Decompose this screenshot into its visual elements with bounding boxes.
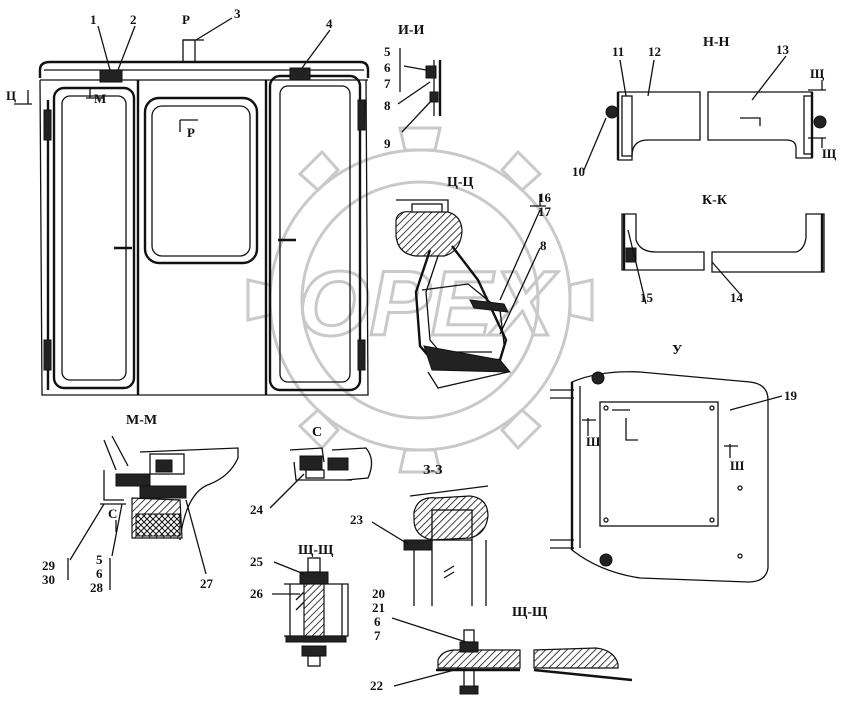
section-ii: И-И 5 6 7 8 9 (384, 23, 442, 151)
callout-25: 25 (250, 554, 264, 569)
callout-20: 20 (372, 586, 385, 601)
section-mark-c-mm: С (108, 506, 117, 521)
callout-30: 30 (42, 572, 55, 587)
section-mark-ts-left: Ц (6, 88, 16, 103)
watermark: OPEX (246, 126, 594, 474)
callout-13: 13 (776, 42, 790, 57)
section-title-shch-2: Щ-Щ (512, 605, 548, 620)
callout-1: 1 (90, 12, 97, 27)
callout-24: 24 (250, 502, 264, 517)
section-mark-p-mid: Р (187, 125, 195, 140)
callout-14: 14 (730, 290, 744, 305)
callout-22: 22 (370, 678, 383, 693)
callout-8b: 8 (540, 238, 547, 253)
callout-2: 2 (130, 12, 137, 27)
callout-15: 15 (640, 290, 654, 305)
callout-29: 29 (42, 558, 56, 573)
section-tsts: Ц-Ц 16 17 8 (395, 175, 552, 389)
section-zz: З-З 23 (350, 463, 489, 606)
callout-12: 12 (648, 44, 661, 59)
section-mark-shch-top: Щ (810, 66, 825, 81)
section-mark-shch-u-left: Ш (586, 434, 601, 449)
callout-4: 4 (326, 16, 333, 31)
callout-27: 27 (200, 576, 214, 591)
cab-front-view: Р Р Ц М 1 2 3 4 (6, 6, 370, 396)
section-title-shch-1: Щ-Щ (298, 543, 334, 558)
section-title-mm: М-М (126, 413, 157, 428)
watermark-text: OPEX (298, 253, 558, 355)
section-title-zz: З-З (423, 463, 442, 478)
callout-6c: 6 (374, 614, 381, 629)
callout-6b: 6 (96, 566, 103, 581)
callout-11: 11 (612, 44, 624, 59)
callout-6: 6 (384, 60, 391, 75)
section-title-s: С (312, 425, 322, 440)
section-mark-m: М (94, 91, 106, 106)
section-title-u: У (672, 343, 682, 358)
callout-8: 8 (384, 98, 391, 113)
view-u: У Ш Ш 19 (550, 343, 798, 583)
callout-7: 7 (384, 76, 391, 91)
section-title-nn: Н-Н (703, 35, 730, 50)
callout-19: 19 (784, 388, 798, 403)
callout-16: 16 (538, 190, 552, 205)
callout-17: 17 (538, 204, 552, 219)
section-s: С 24 (250, 425, 373, 517)
callout-9: 9 (384, 136, 391, 151)
callout-26: 26 (250, 586, 264, 601)
callout-21: 21 (372, 600, 385, 615)
section-title-tsts: Ц-Ц (447, 175, 474, 190)
section-mark-p-top: Р (182, 12, 190, 27)
callout-5b: 5 (96, 552, 103, 567)
section-shch-2: Щ-Щ 20 21 6 7 22 (370, 586, 633, 695)
callout-28: 28 (90, 580, 104, 595)
callout-5: 5 (384, 44, 391, 59)
section-mark-shch-bottom: Щ (822, 146, 837, 161)
callout-10: 10 (572, 164, 585, 179)
section-nn: Н-Н Щ Щ 11 12 13 10 (572, 35, 837, 179)
section-mm: М-М С 29 30 5 6 28 27 (42, 413, 239, 595)
callout-3: 3 (234, 6, 241, 21)
callout-7c: 7 (374, 628, 381, 643)
section-shch-1: Щ-Щ 25 26 (250, 543, 349, 667)
section-mark-shch-u-right: Ш (730, 458, 745, 473)
section-title-ii: И-И (398, 23, 425, 38)
section-title-kk: К-К (702, 193, 728, 208)
callout-23: 23 (350, 512, 364, 527)
section-kk: К-К 15 14 (621, 193, 825, 305)
